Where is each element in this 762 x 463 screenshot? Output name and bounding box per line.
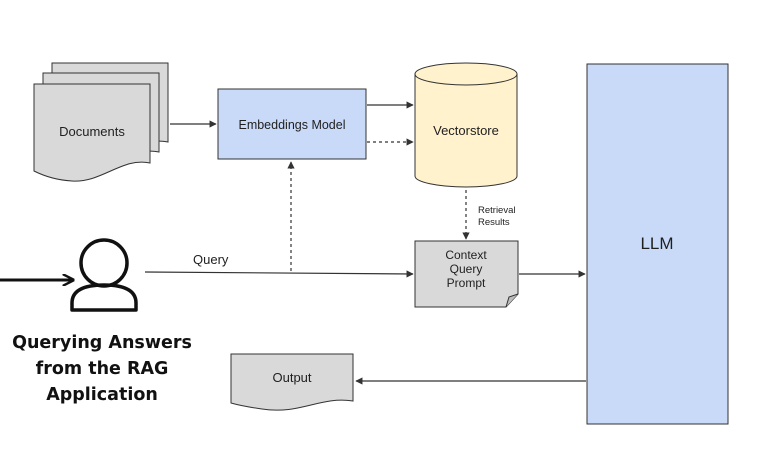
user-shoulders xyxy=(70,283,138,312)
vectorstore-top xyxy=(414,62,518,86)
query-to-prompt-arrow xyxy=(144,270,414,278)
diagram-caption: Querying Answers from the RAG Applicatio… xyxy=(6,330,198,408)
retrieval-label-line-1: Retrieval xyxy=(478,205,516,216)
prompt-node: Context Query Prompt xyxy=(414,240,519,308)
output-label: Output xyxy=(272,370,311,385)
document-sheet-front xyxy=(33,83,151,182)
embeddings-model-box xyxy=(217,88,367,160)
vectorstore-label: Vectorstore xyxy=(433,123,499,138)
documents-node: Documents xyxy=(33,62,169,182)
query-label: Query xyxy=(193,252,229,267)
prompt-fold xyxy=(505,293,519,308)
embeddings-model-label: Embeddings Model xyxy=(238,118,345,132)
prompt-label-line-1: Context xyxy=(445,248,487,262)
vectorstore-node: Vectorstore xyxy=(414,62,518,188)
prompt-label-line-2: Query xyxy=(450,262,483,276)
embeddings-model-node: Embeddings Model xyxy=(217,88,367,160)
documents-label: Documents xyxy=(59,124,125,139)
caption-line-2: from the RAG xyxy=(35,359,169,379)
caption-line-3: Application xyxy=(46,385,158,405)
user-icon xyxy=(70,238,138,312)
caption-line-1: Querying Answers xyxy=(12,333,192,353)
prompt-label-line-3: Prompt xyxy=(447,276,486,290)
llm-label: LLM xyxy=(640,234,673,253)
retrieval-label-line-2: Results xyxy=(478,217,510,228)
llm-box xyxy=(586,63,729,425)
llm-node: LLM xyxy=(586,63,729,425)
output-box xyxy=(230,353,354,411)
vectorstore-body xyxy=(414,74,518,188)
user-head xyxy=(79,238,129,288)
output-node: Output xyxy=(230,353,354,411)
